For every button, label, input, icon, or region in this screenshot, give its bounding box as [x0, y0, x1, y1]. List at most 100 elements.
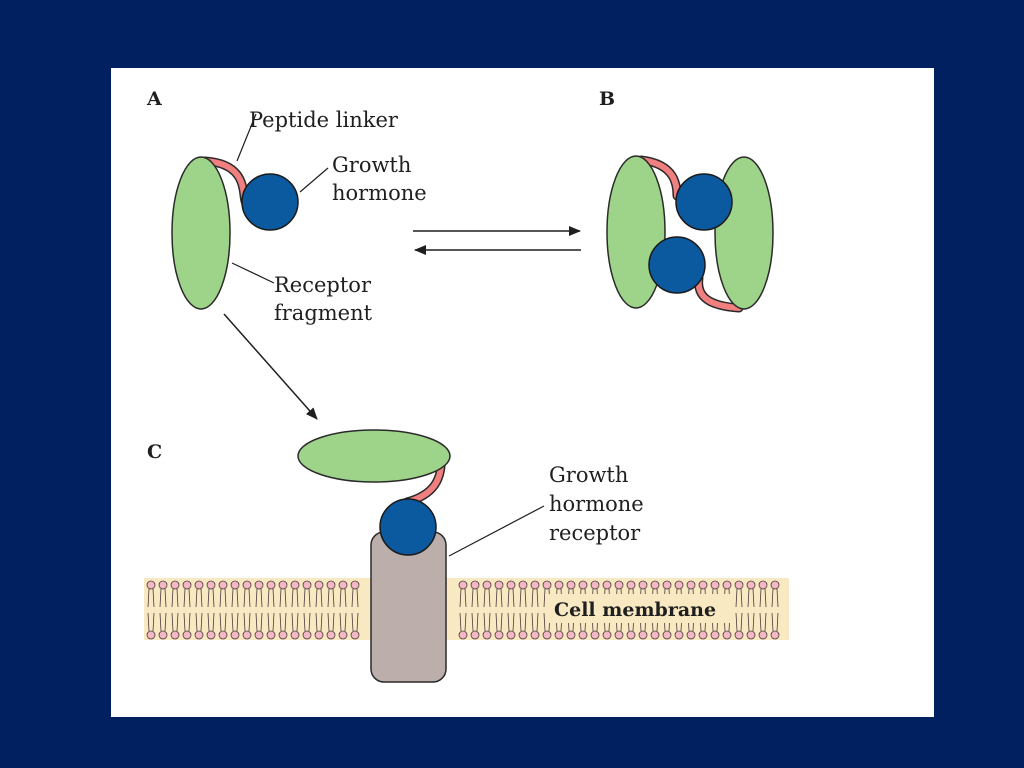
lipid-head — [482, 580, 492, 590]
lipid-head — [146, 630, 156, 640]
lipid-head — [482, 630, 492, 640]
lipid-head — [170, 630, 180, 640]
receptor-fragment-b-right — [714, 156, 774, 310]
lipid-tail — [147, 588, 155, 608]
lipid-head — [230, 630, 240, 640]
label-receptor-fragment-line1: Receptor — [274, 273, 372, 297]
lipid-tail — [231, 588, 239, 608]
lipid-tail — [531, 612, 539, 632]
leader-growth-hormone — [299, 167, 329, 193]
lipid-head — [350, 580, 360, 590]
lipid-tail — [267, 588, 275, 608]
lipid-tail — [171, 588, 179, 608]
lipid-head — [614, 630, 624, 640]
lipid-head — [302, 630, 312, 640]
lipid-head — [722, 630, 732, 640]
lipid-head — [578, 580, 588, 590]
lipid-head — [338, 580, 348, 590]
lipid-head — [662, 580, 672, 590]
lipid-head — [626, 580, 636, 590]
lipid-tail — [747, 588, 755, 608]
lipid-head — [518, 630, 528, 640]
lipid-head — [530, 580, 540, 590]
lipid-head — [194, 580, 204, 590]
lipid-head — [242, 580, 252, 590]
lipid-head — [254, 580, 264, 590]
lipid-head — [218, 630, 228, 640]
membrane-label-bg — [545, 594, 735, 623]
label-gh-receptor-line2: hormone — [549, 492, 644, 516]
lipid-tail — [171, 612, 179, 632]
receptor-fragment-a — [171, 156, 231, 310]
lipid-tail — [327, 612, 335, 632]
lipid-tail — [315, 588, 323, 608]
lipid-head — [626, 630, 636, 640]
lipid-head — [746, 630, 756, 640]
lipid-head — [494, 630, 504, 640]
lipid-head — [326, 580, 336, 590]
lipid-tail — [303, 588, 311, 608]
lipid-tail — [243, 612, 251, 632]
lipid-tail — [507, 588, 515, 608]
lipid-tail — [351, 612, 359, 632]
lipid-head — [470, 580, 480, 590]
lipid-head — [302, 580, 312, 590]
lipid-head — [698, 580, 708, 590]
lipid-head — [458, 630, 468, 640]
lipid-head — [554, 580, 564, 590]
panel-a-construct — [171, 156, 299, 310]
lipid-head — [770, 630, 780, 640]
cell-membrane — [144, 578, 789, 640]
leader-peptide-linker — [236, 113, 257, 162]
lipid-tail — [759, 612, 767, 632]
label-cell-membrane: Cell membrane — [554, 599, 716, 621]
arrow-to-panel-c — [223, 313, 318, 420]
lipid-head — [506, 580, 516, 590]
lipid-head — [278, 580, 288, 590]
lipid-tail — [195, 612, 203, 632]
label-gh-receptor-line3: receptor — [549, 521, 641, 545]
panel-label-c: C — [147, 441, 162, 463]
lipid-head — [242, 630, 252, 640]
lipid-tail — [231, 612, 239, 632]
lipid-head — [674, 630, 684, 640]
lipid-tail — [303, 612, 311, 632]
lipid-tail — [159, 612, 167, 632]
lipid-head — [506, 630, 516, 640]
lipid-tail — [735, 612, 743, 632]
lipid-tail — [471, 612, 479, 632]
lipid-head — [542, 630, 552, 640]
lipid-head — [590, 630, 600, 640]
lipid-tail — [459, 588, 467, 608]
lipid-head — [590, 580, 600, 590]
lipid-tail — [507, 612, 515, 632]
lipid-head — [314, 580, 324, 590]
lipid-tail — [339, 612, 347, 632]
lipid-head — [566, 580, 576, 590]
lipid-tail — [183, 588, 191, 608]
lipid-tail — [267, 612, 275, 632]
lipid-head — [278, 630, 288, 640]
lipid-head — [314, 630, 324, 640]
lipid-head — [758, 580, 768, 590]
lipid-tail — [255, 612, 263, 632]
lipid-tail — [255, 588, 263, 608]
lipid-head — [206, 580, 216, 590]
lipid-head — [638, 580, 648, 590]
lipid-tail — [531, 588, 539, 608]
lipid-head — [686, 580, 696, 590]
lipid-head — [734, 630, 744, 640]
lipid-head — [722, 580, 732, 590]
lipid-tail — [519, 612, 527, 632]
lipid-tail — [219, 588, 227, 608]
receptor-fragment-c — [297, 429, 451, 483]
lipid-head — [338, 630, 348, 640]
panel-label-a: A — [146, 88, 162, 110]
lipid-tail — [747, 612, 755, 632]
lipid-head — [650, 580, 660, 590]
lipid-tail — [207, 612, 215, 632]
lipid-head — [158, 630, 168, 640]
lipid-head — [230, 580, 240, 590]
lipid-tail — [207, 588, 215, 608]
